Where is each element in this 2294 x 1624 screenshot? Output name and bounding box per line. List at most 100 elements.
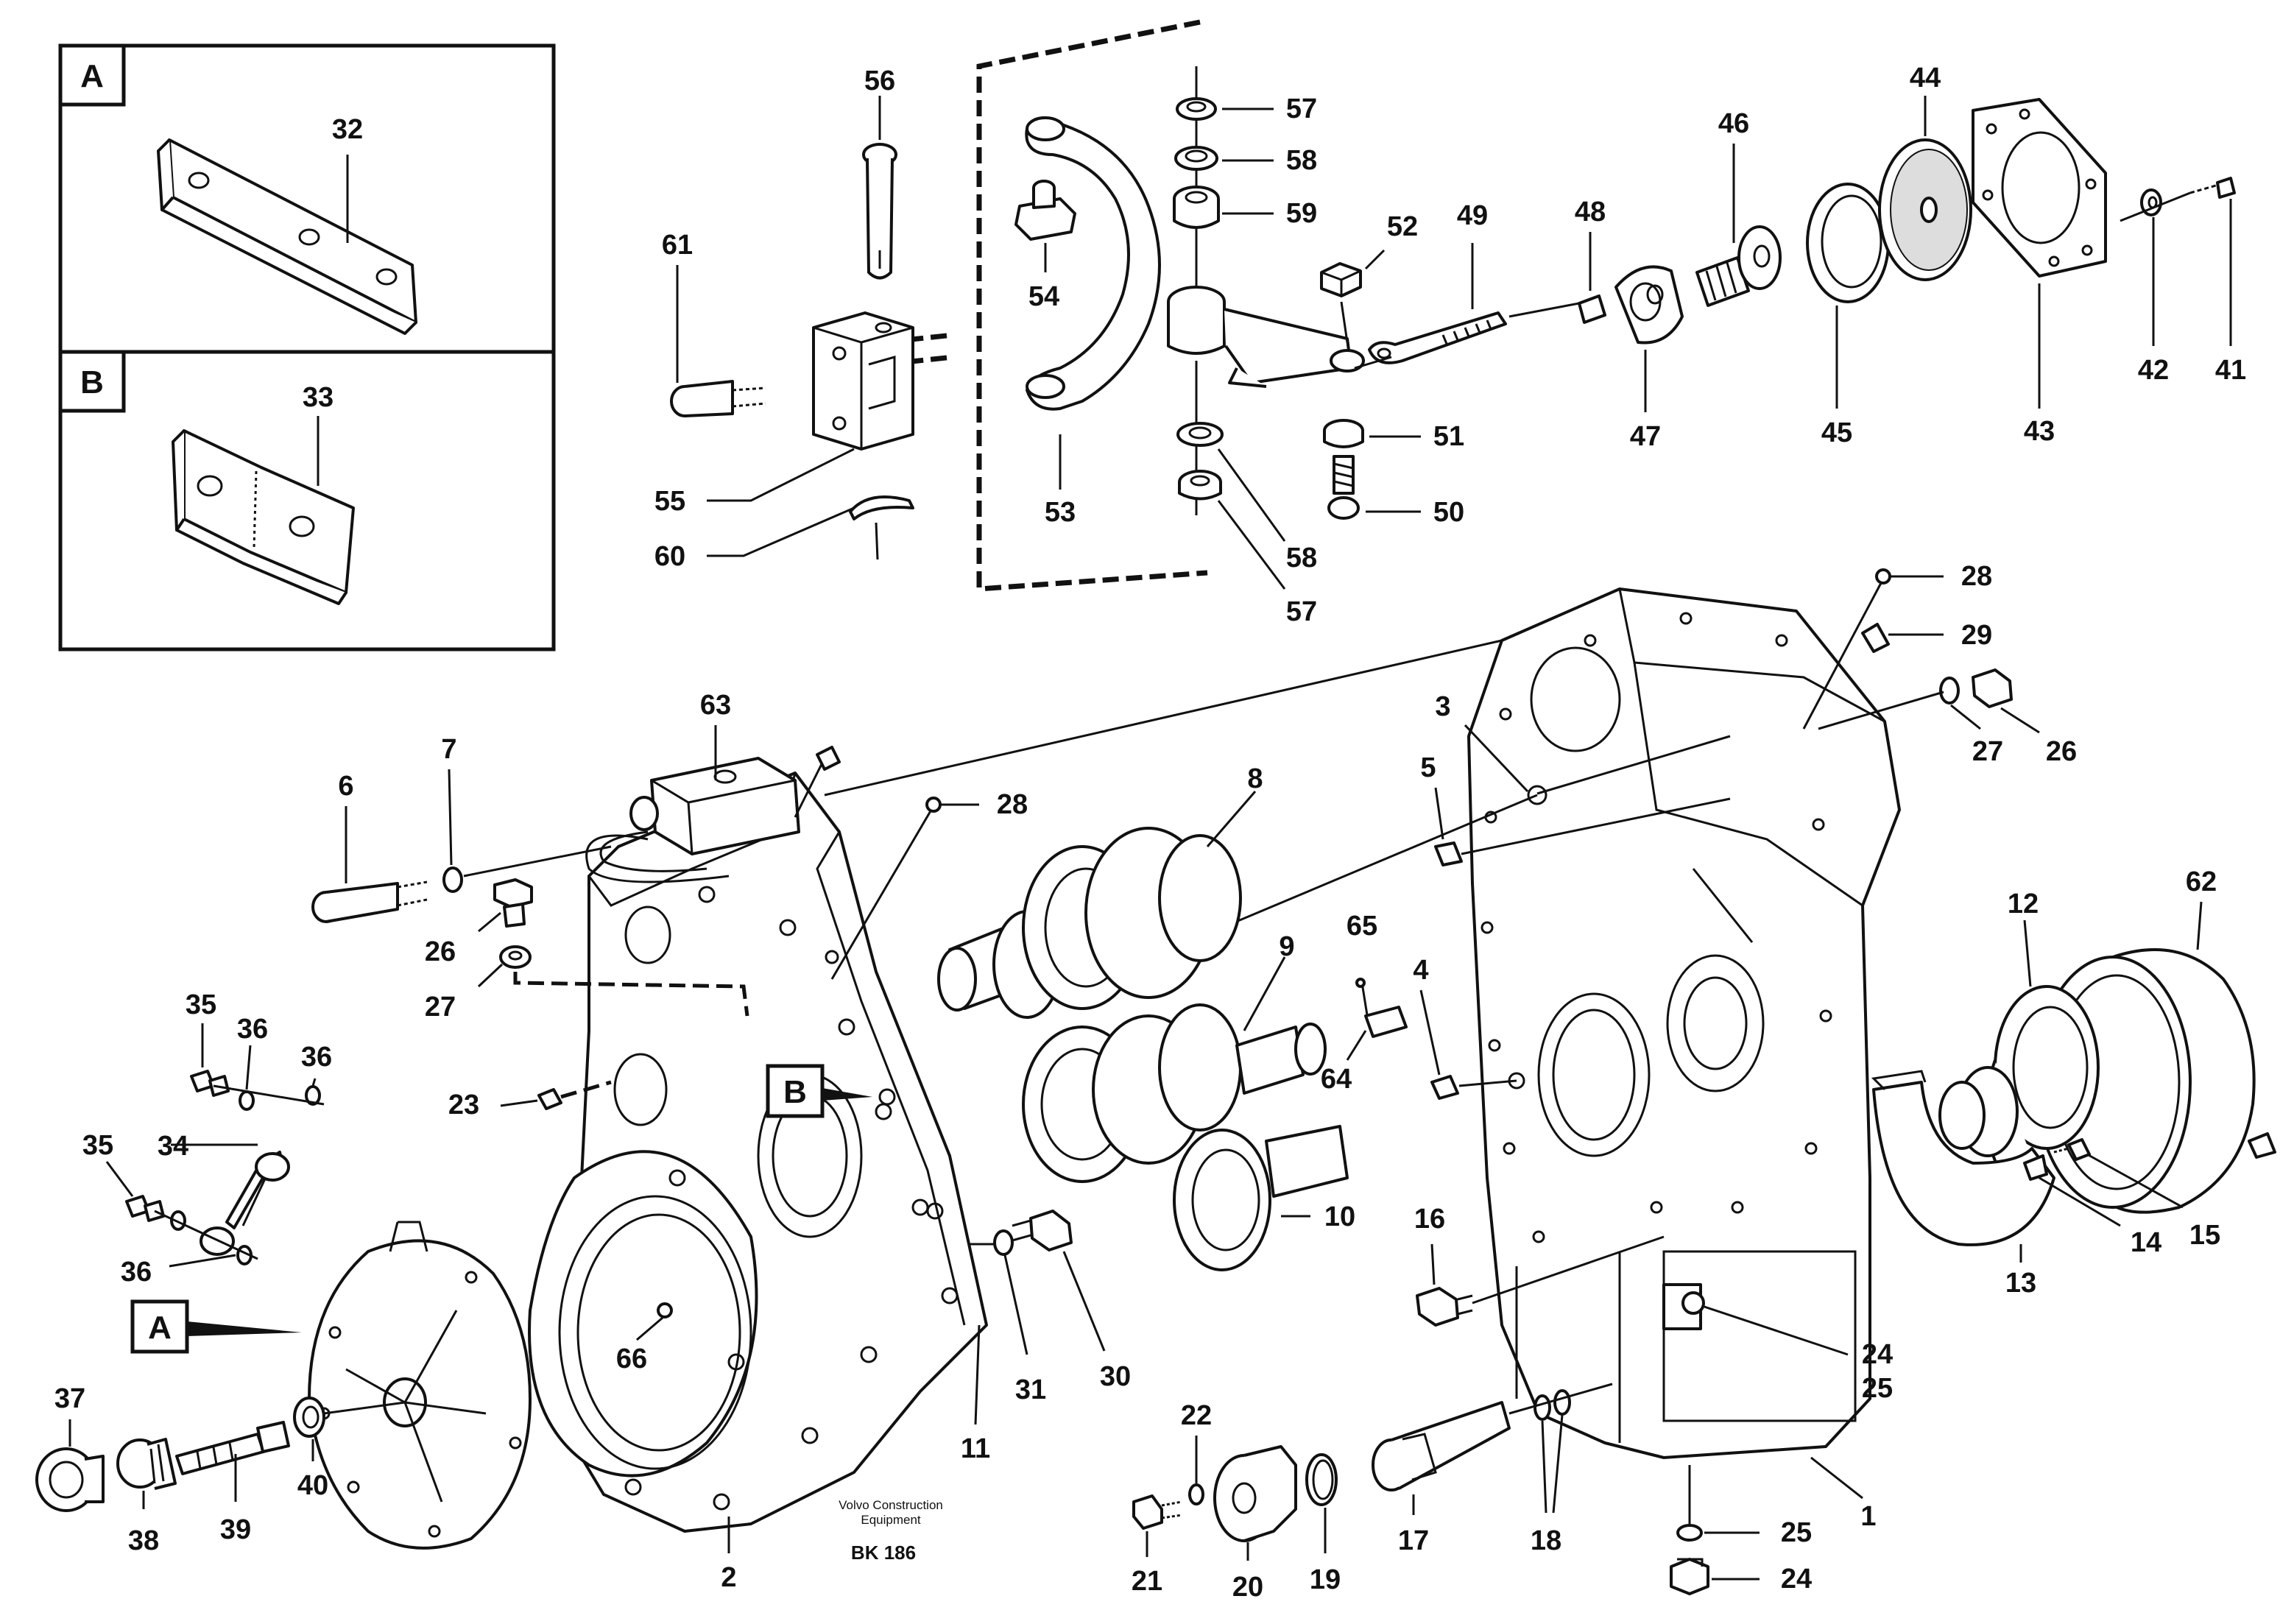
label-27-left: 27 [425,992,456,1023]
screw-65 [1355,978,1369,1020]
label-36-top: 36 [237,1014,268,1045]
label-46: 46 [1718,108,1749,139]
label-42: 42 [2138,355,2169,386]
label-47: 47 [1630,421,1661,452]
oring-19 [1305,1453,1338,1506]
label-12: 12 [2008,889,2039,919]
label-7: 7 [441,734,456,765]
label-48: 48 [1575,197,1606,227]
pin-5 [1434,841,1463,866]
bushing-57-bottom [1178,470,1222,501]
label-55: 55 [654,486,685,517]
label-6: 6 [338,771,353,802]
pipe-34 [200,1151,290,1256]
label-16: 16 [1414,1204,1445,1235]
label-50: 50 [1433,497,1464,528]
label-58-top: 58 [1286,145,1317,176]
gear-shaft-9 [1022,1003,1327,1183]
label-25-right: 25 [1862,1373,1893,1404]
washer-36-b [305,1085,321,1106]
shift-fork-53 [1025,66,1365,515]
washer-27-right [1939,677,1960,705]
label-5: 5 [1420,752,1436,783]
split-pin-60 [849,495,914,560]
inset-b-letter: B [80,364,104,400]
plug-24-bottom [1670,1558,1709,1595]
label-35-top: 35 [186,989,216,1020]
washer-27-left [499,945,532,969]
washer-36-a [239,1090,255,1111]
plug-29 [1861,623,1890,653]
plug-16 [1416,1287,1473,1327]
label-23: 23 [448,1090,479,1120]
label-27-right: 27 [1972,736,2003,767]
label-21: 21 [1132,1566,1162,1597]
label-17: 17 [1398,1525,1429,1556]
label-30: 30 [1100,1361,1131,1392]
label-24-bottom: 24 [1781,1564,1812,1595]
label-43: 43 [2024,416,2055,447]
label-38: 38 [128,1525,159,1556]
block-55 [812,311,914,451]
label-65: 65 [1347,911,1377,942]
label-32: 32 [332,114,363,145]
caption-line1: Volvo Construction [839,1498,943,1512]
caption-line2: Equipment [861,1513,921,1527]
label-10: 10 [1324,1201,1355,1232]
label-61: 61 [662,230,693,261]
label-31: 31 [1015,1374,1046,1405]
bolt-61 [670,380,766,417]
pin-56 [862,143,897,280]
housing-2 [528,772,988,1533]
plug-37 [35,1447,105,1512]
ring-58-bottom [1176,422,1224,447]
washer-57-top [1176,97,1217,121]
nut-48 [1578,294,1606,324]
rod-49 [1368,311,1507,364]
nut-52 [1320,262,1362,297]
svg-text:B: B [783,1074,807,1110]
label-51: 51 [1433,421,1464,452]
gear-shaft-8 [937,827,1242,1019]
label-35-lower: 35 [82,1130,113,1161]
seal-45 [1806,183,1890,303]
washer-22 [1188,1483,1204,1505]
cover-plate-front [308,1221,532,1550]
bolt-35-top [190,1070,230,1097]
bolt-35-lower [125,1195,165,1222]
plug-26-left [493,878,533,928]
inset-panel: A 32 B 33 [58,43,556,652]
label-11: 11 [961,1433,990,1464]
screw-21 [1132,1494,1182,1530]
washer-36-c [170,1210,186,1231]
bolt-41 [2189,177,2236,199]
plug-23 [537,1088,562,1110]
view-marker-b: B [766,1064,872,1118]
plug-26-right [1972,668,2013,708]
label-63: 63 [700,690,731,721]
washer-31 [993,1229,1014,1256]
label-13: 13 [2005,1268,2036,1299]
label-14: 14 [2131,1227,2161,1258]
label-33: 33 [303,382,333,413]
label-62: 62 [2186,866,2217,897]
label-34: 34 [158,1131,188,1162]
label-8: 8 [1247,763,1263,794]
label-45: 45 [1821,417,1852,448]
plate-a [157,138,417,335]
shaft-46 [1695,225,1782,307]
pin-4 [1430,1075,1459,1100]
label-52: 52 [1387,211,1418,242]
inset-a-letter: A [80,58,104,94]
label-29: 29 [1961,620,1992,651]
label-44: 44 [1910,63,1941,93]
label-22: 22 [1181,1400,1212,1431]
valve-block-63 [585,746,841,883]
sleeve-17 [1372,1401,1511,1491]
label-4: 4 [1413,955,1428,986]
inset-b-tab [58,350,126,413]
seal-40 [293,1397,325,1438]
svg-text:A: A [148,1310,172,1346]
label-57-bottom: 57 [1286,596,1317,627]
